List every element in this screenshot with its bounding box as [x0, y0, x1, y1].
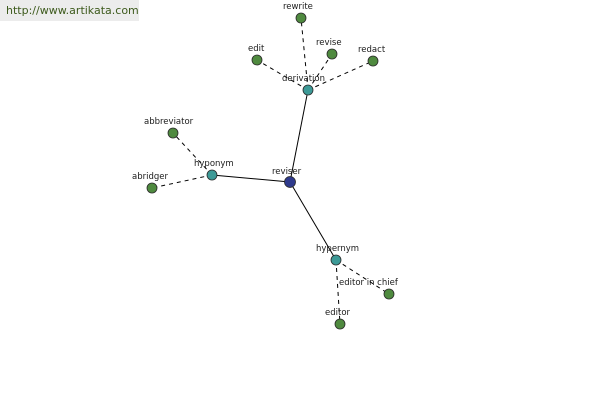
word-node-edit[interactable]: edit [248, 44, 265, 66]
word-node-label: abridger [132, 172, 168, 182]
word-node-label: edit [248, 44, 265, 54]
center-node-circle[interactable] [284, 176, 296, 188]
relation-node-circle[interactable] [206, 169, 218, 181]
word-edge-redact [307, 60, 374, 91]
word-node-circle[interactable] [367, 55, 379, 67]
word-edge-revise [307, 53, 333, 91]
word-node-circle[interactable] [146, 182, 158, 194]
word-node-rewrite[interactable]: rewrite [283, 2, 313, 24]
word-node-circle[interactable] [295, 12, 307, 24]
relation-node-label: hyponym [194, 159, 234, 169]
word-node-circle[interactable] [167, 127, 179, 139]
center-node-reviser[interactable]: reviser [272, 167, 302, 188]
relation-edge-hypernym [289, 181, 337, 261]
word-node-label: abbreviator [144, 117, 194, 127]
word-edge-editor [335, 259, 341, 325]
word-edge-abridger [151, 174, 213, 189]
word-edge-edit [256, 59, 309, 91]
relation-edge-hyponym [211, 174, 291, 183]
word-node-circle[interactable] [251, 54, 263, 66]
word-node-label: redact [358, 45, 386, 55]
word-node-revise[interactable]: revise [316, 38, 342, 60]
word-node-abridger[interactable]: abridger [132, 172, 168, 194]
relation-node-label: derivation [282, 74, 325, 84]
relation-node-circle[interactable] [302, 84, 314, 96]
relation-node-derivation[interactable]: derivation [282, 74, 325, 96]
relation-node-label: hypernym [316, 244, 359, 254]
nodes-layer: rewrite edit revise redact abbreviator abridg… [132, 2, 399, 330]
word-node-label: rewrite [283, 2, 313, 12]
relation-edge-derivation [289, 89, 309, 183]
site-url-link[interactable]: http://www.artikata.com [0, 0, 139, 21]
word-node-label: revise [316, 38, 342, 48]
word-node-label: editor in chief [339, 278, 399, 288]
word-node-editor[interactable]: editor [325, 308, 351, 330]
relation-node-circle[interactable] [330, 254, 342, 266]
word-node-redact[interactable]: redact [358, 45, 386, 67]
word-node-abbreviator[interactable]: abbreviator [144, 117, 194, 139]
word-edge-editor-in-chief [335, 259, 390, 295]
relation-node-hyponym[interactable]: hyponym [194, 159, 234, 181]
word-node-circle[interactable] [383, 288, 395, 300]
word-node-circle[interactable] [326, 48, 338, 60]
relation-node-hypernym[interactable]: hypernym [316, 244, 359, 266]
word-node-label: editor [325, 308, 351, 318]
word-edge-abbreviator [172, 132, 213, 176]
center-node-label: reviser [272, 167, 302, 177]
word-node-circle[interactable] [334, 318, 346, 330]
edges-layer [151, 17, 390, 325]
word-node-editor-in-chief[interactable]: editor in chief [339, 278, 399, 300]
